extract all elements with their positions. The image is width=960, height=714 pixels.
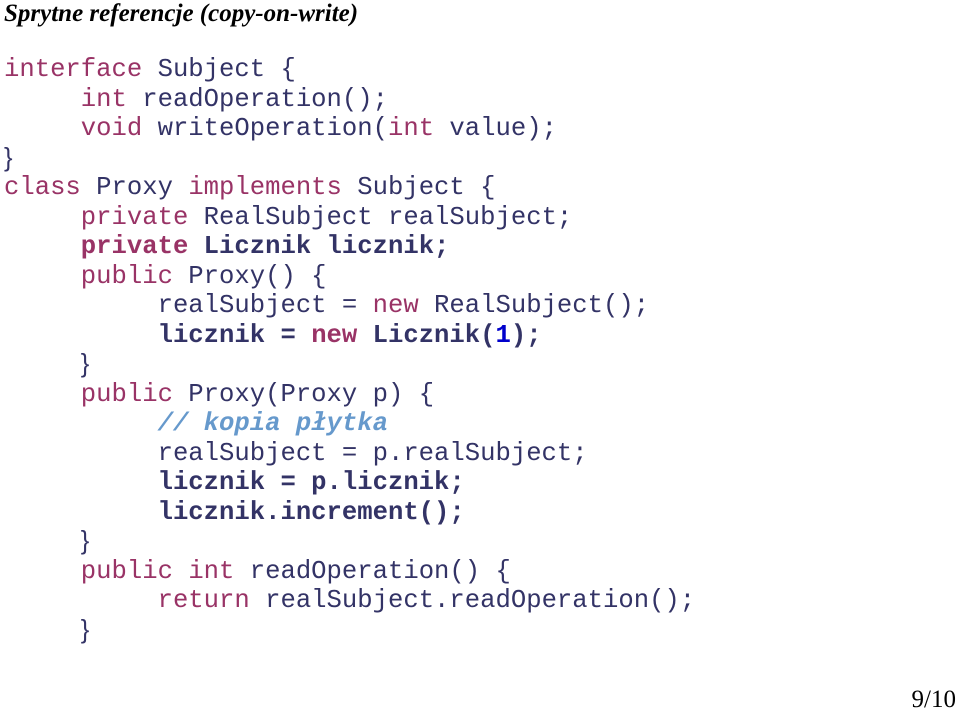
code-token: return [157, 586, 250, 615]
code-line: licznik = new Licznik(1); [4, 321, 695, 351]
code-token: Licznik licznik; [188, 232, 450, 261]
code-token: readOperation() { [234, 556, 511, 586]
code-token: value); [434, 114, 557, 143]
code-line: realSubject = new RealSubject(); [4, 291, 695, 321]
code-line: public Proxy() { [4, 262, 695, 292]
code-token: licznik.increment(); [4, 497, 465, 527]
code-line: class Proxy implements Subject { [4, 173, 695, 203]
code-token: writeOperation( [142, 114, 388, 143]
code-token [4, 203, 81, 232]
code-token: 1 [495, 320, 511, 350]
code-token: licznik = [4, 320, 312, 350]
code-line: } [4, 616, 695, 646]
code-line: // kopia płytka [4, 409, 695, 439]
code-token: int [387, 114, 435, 143]
code-token [4, 557, 81, 586]
code-token [4, 262, 81, 291]
code-token: private [80, 202, 189, 232]
code-line: private RealSubject realSubject; [4, 203, 695, 233]
code-token: interface [4, 55, 143, 84]
slide-title: Sprytne referencje (copy-on-write) [4, 0, 359, 27]
code-token [4, 586, 158, 615]
code-line: public int readOperation() { [4, 557, 695, 587]
code-token: licznik = p.licznik; [4, 468, 465, 497]
code-token: Proxy [80, 173, 189, 202]
code-line: return realSubject.readOperation(); [4, 586, 696, 616]
code-token: Licznik( [357, 320, 496, 350]
code-token: int [188, 556, 235, 586]
code-token: public [80, 261, 173, 291]
code-line: private Licznik licznik; [4, 232, 695, 262]
code-token [4, 114, 81, 143]
code-token: implements [188, 173, 342, 202]
code-line: public Proxy(Proxy p) { [4, 380, 695, 410]
code-token: Subject { [142, 55, 296, 84]
page-number: 9/10 [911, 686, 956, 713]
code-token: new [372, 291, 419, 320]
code-token: new [311, 320, 358, 350]
code-token: } [80, 350, 90, 378]
code-token: void [80, 114, 143, 143]
code-token: int [80, 84, 127, 114]
code-token [4, 409, 158, 438]
code-block: interface Subject { int readOperation();… [4, 55, 695, 645]
code-token: RealSubject(); [418, 291, 650, 320]
code-token: // kopia płytka [157, 409, 388, 438]
code-token: } [4, 143, 13, 172]
code-token: RealSubject realSubject; [188, 202, 573, 232]
code-token [4, 528, 81, 557]
code-token: Proxy() { [172, 261, 327, 291]
code-token: public [80, 379, 173, 409]
code-token [4, 351, 81, 380]
code-token: private [80, 232, 189, 261]
code-token [4, 617, 81, 646]
code-token: realSubject = p.realSubject; [4, 438, 588, 468]
code-token: } [80, 615, 90, 644]
code-line: realSubject = p.realSubject; [4, 439, 695, 469]
code-token: Subject { [341, 173, 496, 202]
code-token: ); [510, 320, 542, 350]
code-line: } [4, 144, 695, 174]
code-line: void writeOperation(int value); [4, 114, 695, 144]
code-line: licznik.increment(); [4, 498, 695, 528]
code-token: realSubject.readOperation(); [249, 586, 696, 615]
code-token [173, 557, 188, 586]
code-line: interface Subject { [4, 55, 695, 85]
code-token: public [80, 556, 173, 586]
code-token: } [80, 527, 90, 555]
code-token [4, 232, 81, 261]
code-line: } [4, 350, 695, 380]
code-line: int readOperation(); [4, 85, 695, 115]
code-line: } [4, 527, 695, 557]
code-token [4, 380, 81, 409]
code-token [4, 85, 81, 114]
code-token: Proxy(Proxy p) { [172, 379, 435, 409]
code-token: readOperation(); [126, 84, 388, 114]
code-line: licznik = p.licznik; [4, 468, 695, 498]
code-token: class [4, 173, 81, 202]
code-token: realSubject = [4, 291, 373, 320]
